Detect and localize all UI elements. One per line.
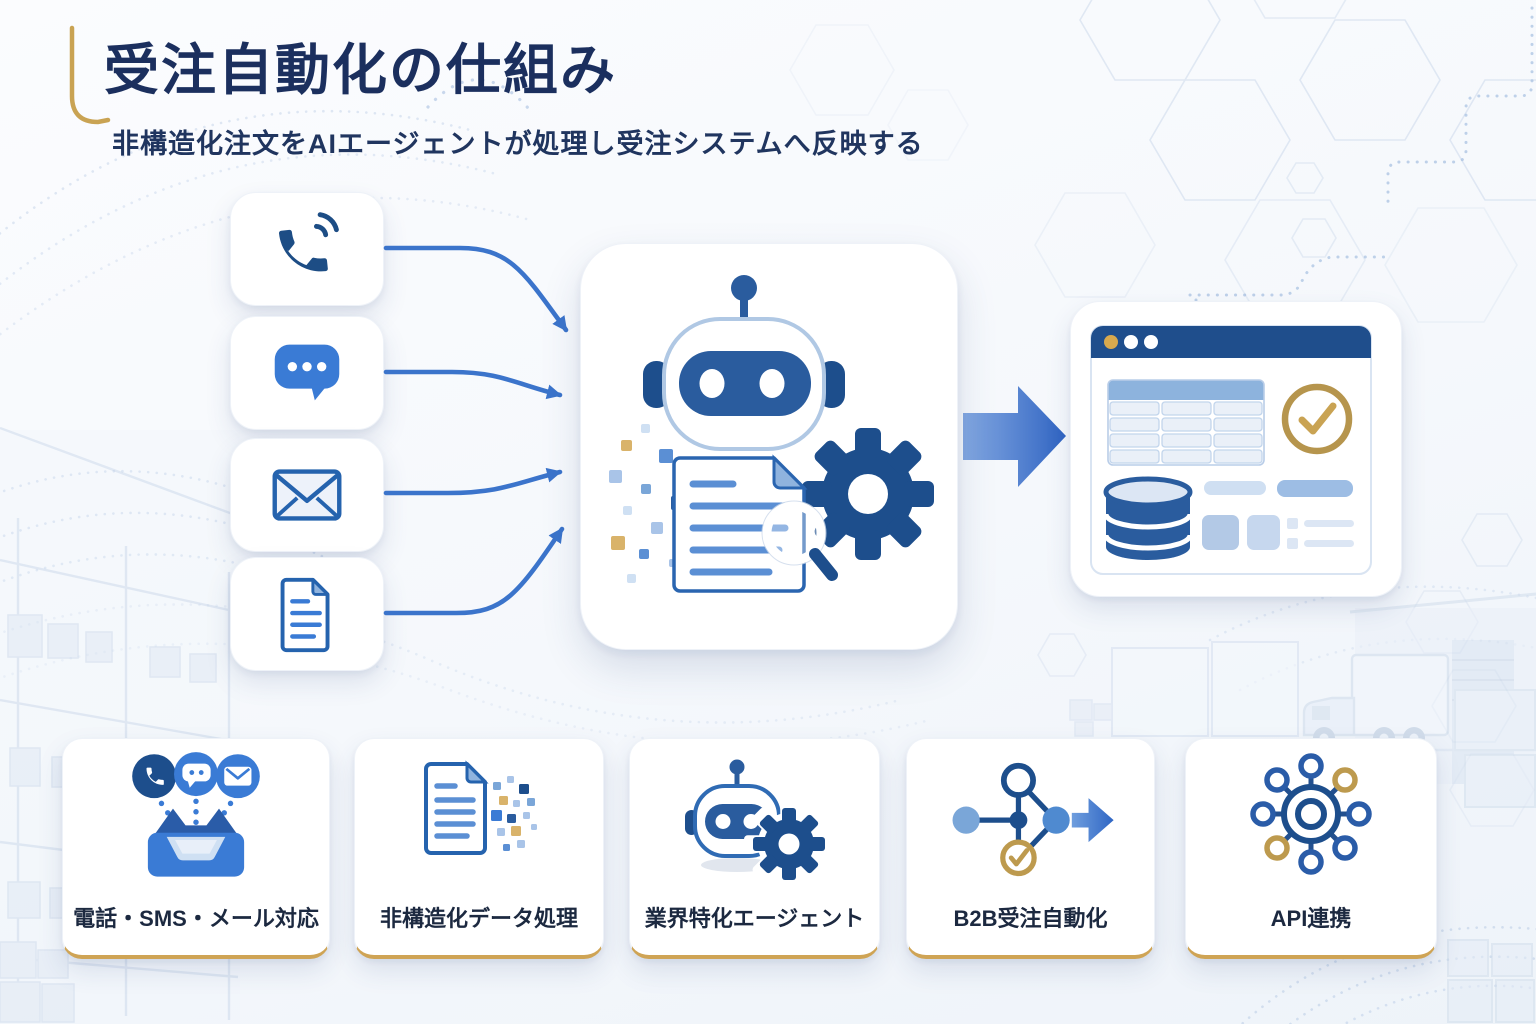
gear-icon [743,799,834,885]
window-dot-gold [1104,335,1118,349]
ai-processor-card [580,243,958,650]
page-subtitle: 非構造化注文をAIエージェントが処理し受注システムへ反映する [112,129,924,159]
document-scan-icon [672,454,808,593]
browser-table-database-check-icon [1090,325,1372,575]
feature-card-industry-agent: 業界特化エージェント [629,738,880,959]
multichannel-inbox-icon [132,752,260,877]
flow-arrow-2 [383,369,563,400]
feature-card-multichannel: 電話・SMS・メール対応 [62,738,330,959]
ui-placeholder-blocks [1202,480,1354,550]
feature-label: 電話・SMS・メール対応 [73,906,319,931]
feature-card-b2b-automation: B2B受注自動化 [906,738,1155,959]
robot-gear-icon [684,759,834,885]
api-hub-icon [1250,753,1372,875]
title-accent-line [69,25,111,125]
database-icon [1103,476,1193,560]
flow-arrow-1 [383,245,569,333]
page-title: 受注自動化の仕組み [104,39,618,101]
feature-label: API連携 [1270,906,1352,931]
source-card-phone [230,192,384,306]
window-dot [1144,335,1158,349]
order-system-card [1070,301,1402,597]
data-pixels [491,776,537,851]
document-pixels-icon [424,760,537,855]
feature-card-unstructured-data: 非構造化データ処理 [354,738,604,959]
phone-icon [279,212,339,272]
feature-card-api: API連携 [1185,738,1437,959]
magnifier-icon [761,500,838,581]
chat-bubble-icon [274,344,340,401]
flow-arrow-3 [383,467,563,496]
robot-icon [643,275,845,451]
source-card-sms [230,316,384,430]
window-dot [1124,335,1138,349]
feature-label: B2B受注自動化 [953,906,1108,931]
check-badge-icon [1281,383,1353,455]
workflow-check-arrow-icon [952,762,1114,877]
feature-label: 非構造化データ処理 [379,906,578,931]
source-card-email [230,438,384,552]
flow-arrow-4 [383,526,565,616]
robot-gear-document-magnifier-icon [609,275,946,593]
envelope-icon [272,469,342,521]
data-pixels [609,412,698,583]
output-arrow [963,386,1066,487]
document-icon [280,577,330,653]
order-table-icon [1107,379,1265,466]
feature-label: 業界特化エージェント [644,906,865,931]
source-card-document [230,557,384,671]
